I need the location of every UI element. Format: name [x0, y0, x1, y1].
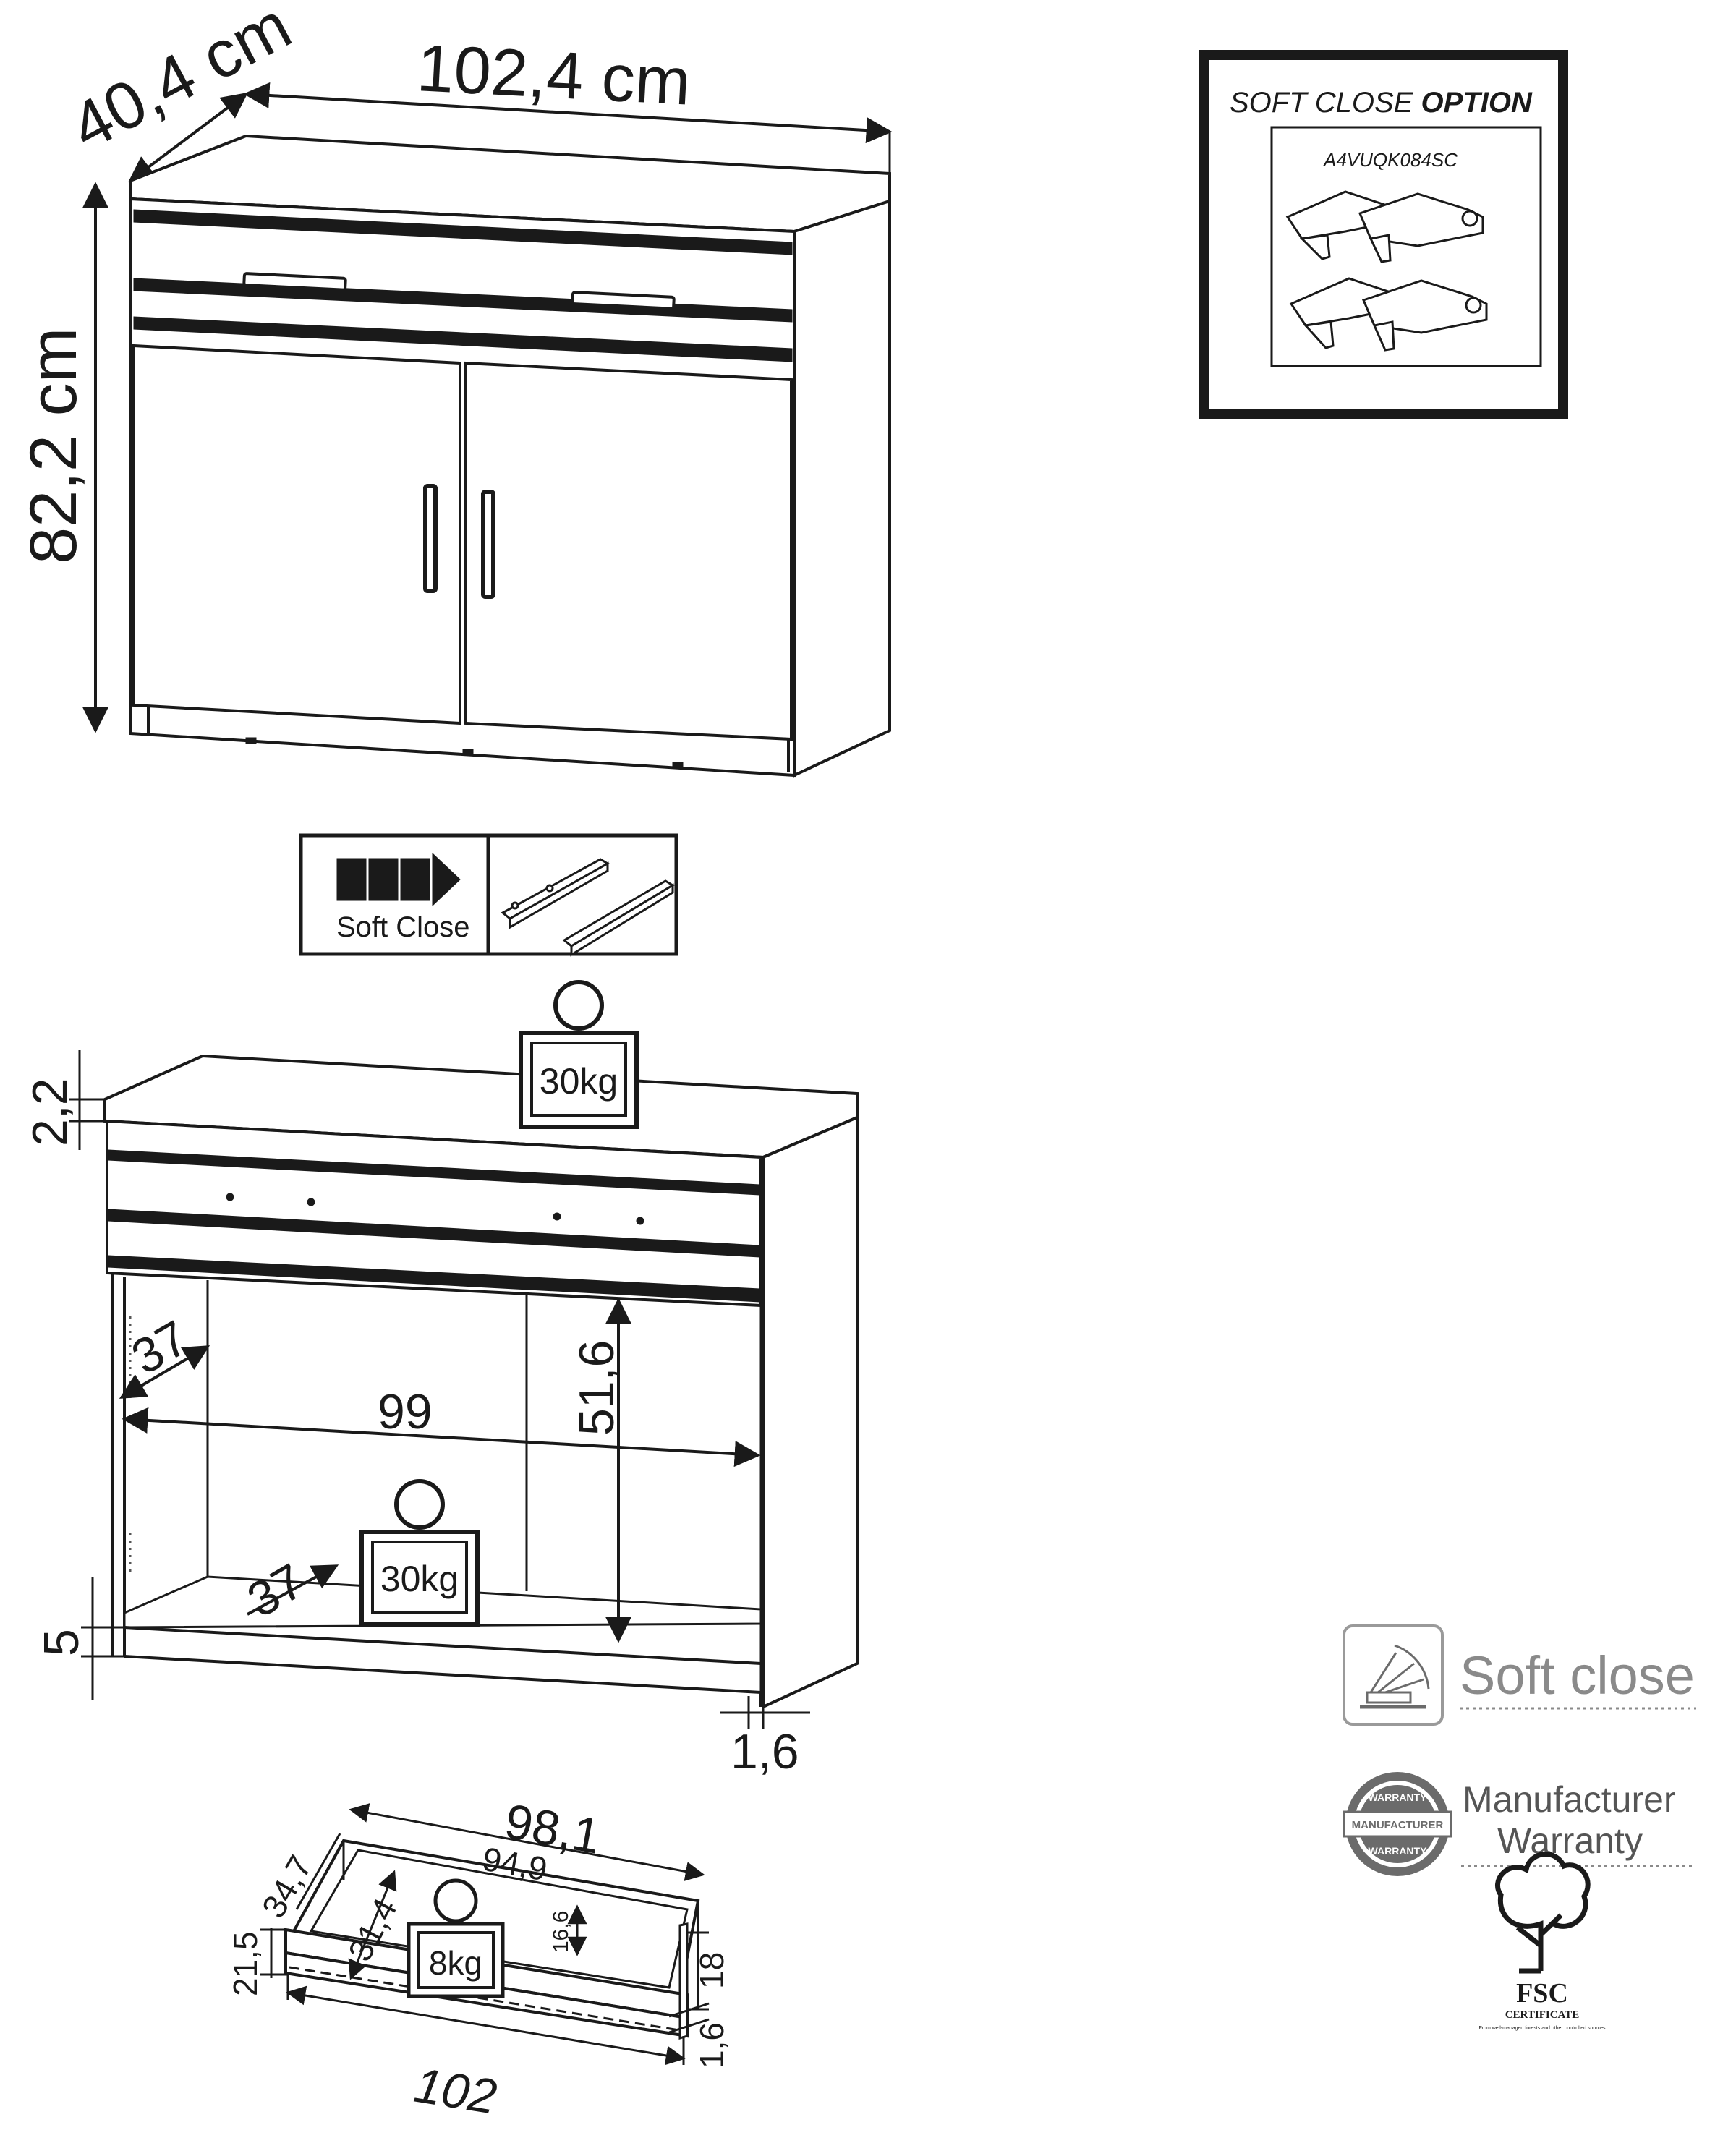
shelf-load-weight-icon: 30kg [359, 1479, 480, 1627]
seal-middle-text: MANUFACTURER [1352, 1819, 1444, 1831]
soft-close-icon [1360, 1644, 1430, 1709]
inner-depth-label: 37 [123, 1310, 198, 1385]
drawer-side-height-label: 21,5 [226, 1931, 264, 1996]
height-dimension-label: 82,2 cm [17, 328, 90, 564]
shelf-load-label: 30kg [380, 1559, 459, 1599]
drawer-front-height-label: 18 [693, 1952, 731, 1989]
fsc-tree-icon [1495, 1852, 1591, 1974]
manufacturer-warranty-badge: WARRANTY MANUFACTURER WARRANTY Manufactu… [1343, 1772, 1693, 1876]
warranty-line-2: Warranty [1497, 1820, 1643, 1861]
width-dimension-label: 102,4 cm [415, 31, 692, 119]
fsc-fine-print: From well-managed forests and other cont… [1478, 2026, 1606, 2031]
soft-close-feature-badge: Soft close [1343, 1624, 1696, 1726]
drawer-load-weight-icon: 8kg [407, 1878, 505, 1998]
top-load-label: 30kg [540, 1061, 618, 1102]
fsc-label: FSC [1516, 1978, 1568, 2009]
push-arrow-icon [336, 852, 461, 907]
soft-close-option-title: SOFT CLOSE OPTION [1230, 87, 1533, 119]
drawer-inner-height-label: 16,6 [549, 1911, 573, 1953]
soft-close-badge-label: Soft Close [336, 911, 470, 943]
top-thickness-label: 2,2 [22, 1078, 77, 1146]
seal-top-text: WARRANTY [1369, 1792, 1428, 1803]
sideboard-front-view: 40,4 cm 102,4 cm 82,2 cm [17, 0, 893, 778]
drawer-box-view: 8kg 98,1 94,9 34,7 31,4 21,5 16,6 18 1,6… [226, 1794, 731, 2125]
soft-close-option-panel: SOFT CLOSE OPTION A4VUQK084SC [1199, 50, 1568, 419]
soft-close-feature-label: Soft close [1460, 1645, 1695, 1705]
warranty-line-1: Manufacturer [1463, 1779, 1676, 1820]
hinge-part-code: A4VUQK084SC [1322, 149, 1458, 171]
fsc-certificate-badge: FSC CERTIFICATE From well-managed forest… [1478, 1852, 1606, 2031]
warranty-seal-icon: WARRANTY MANUFACTURER WARRANTY [1343, 1772, 1452, 1876]
hinge-icon [1285, 190, 1488, 352]
drawer-front-thickness-label: 1,6 [693, 2022, 731, 2069]
drawer-runner-icon [501, 858, 675, 957]
panel-thickness-label: 1,6 [731, 1724, 799, 1779]
inner-width-label: 99 [378, 1384, 433, 1439]
top-load-weight-icon: 30kg [519, 980, 639, 1129]
fsc-certificate-label: CERTIFICATE [1505, 2009, 1580, 2021]
inner-height-label: 51,6 [569, 1340, 624, 1436]
seal-bottom-text: WARRANTY [1369, 1845, 1428, 1857]
soft-close-runner-badge: Soft Close [299, 833, 678, 957]
plinth-height-label: 5 [34, 1629, 89, 1656]
drawer-front-width-label: 102 [411, 2058, 501, 2125]
sideboard-inner-view: 30kg 30kg 2,2 37 99 51,6 37 5 [22, 980, 859, 1779]
drawer-load-label: 8kg [429, 1944, 482, 1982]
